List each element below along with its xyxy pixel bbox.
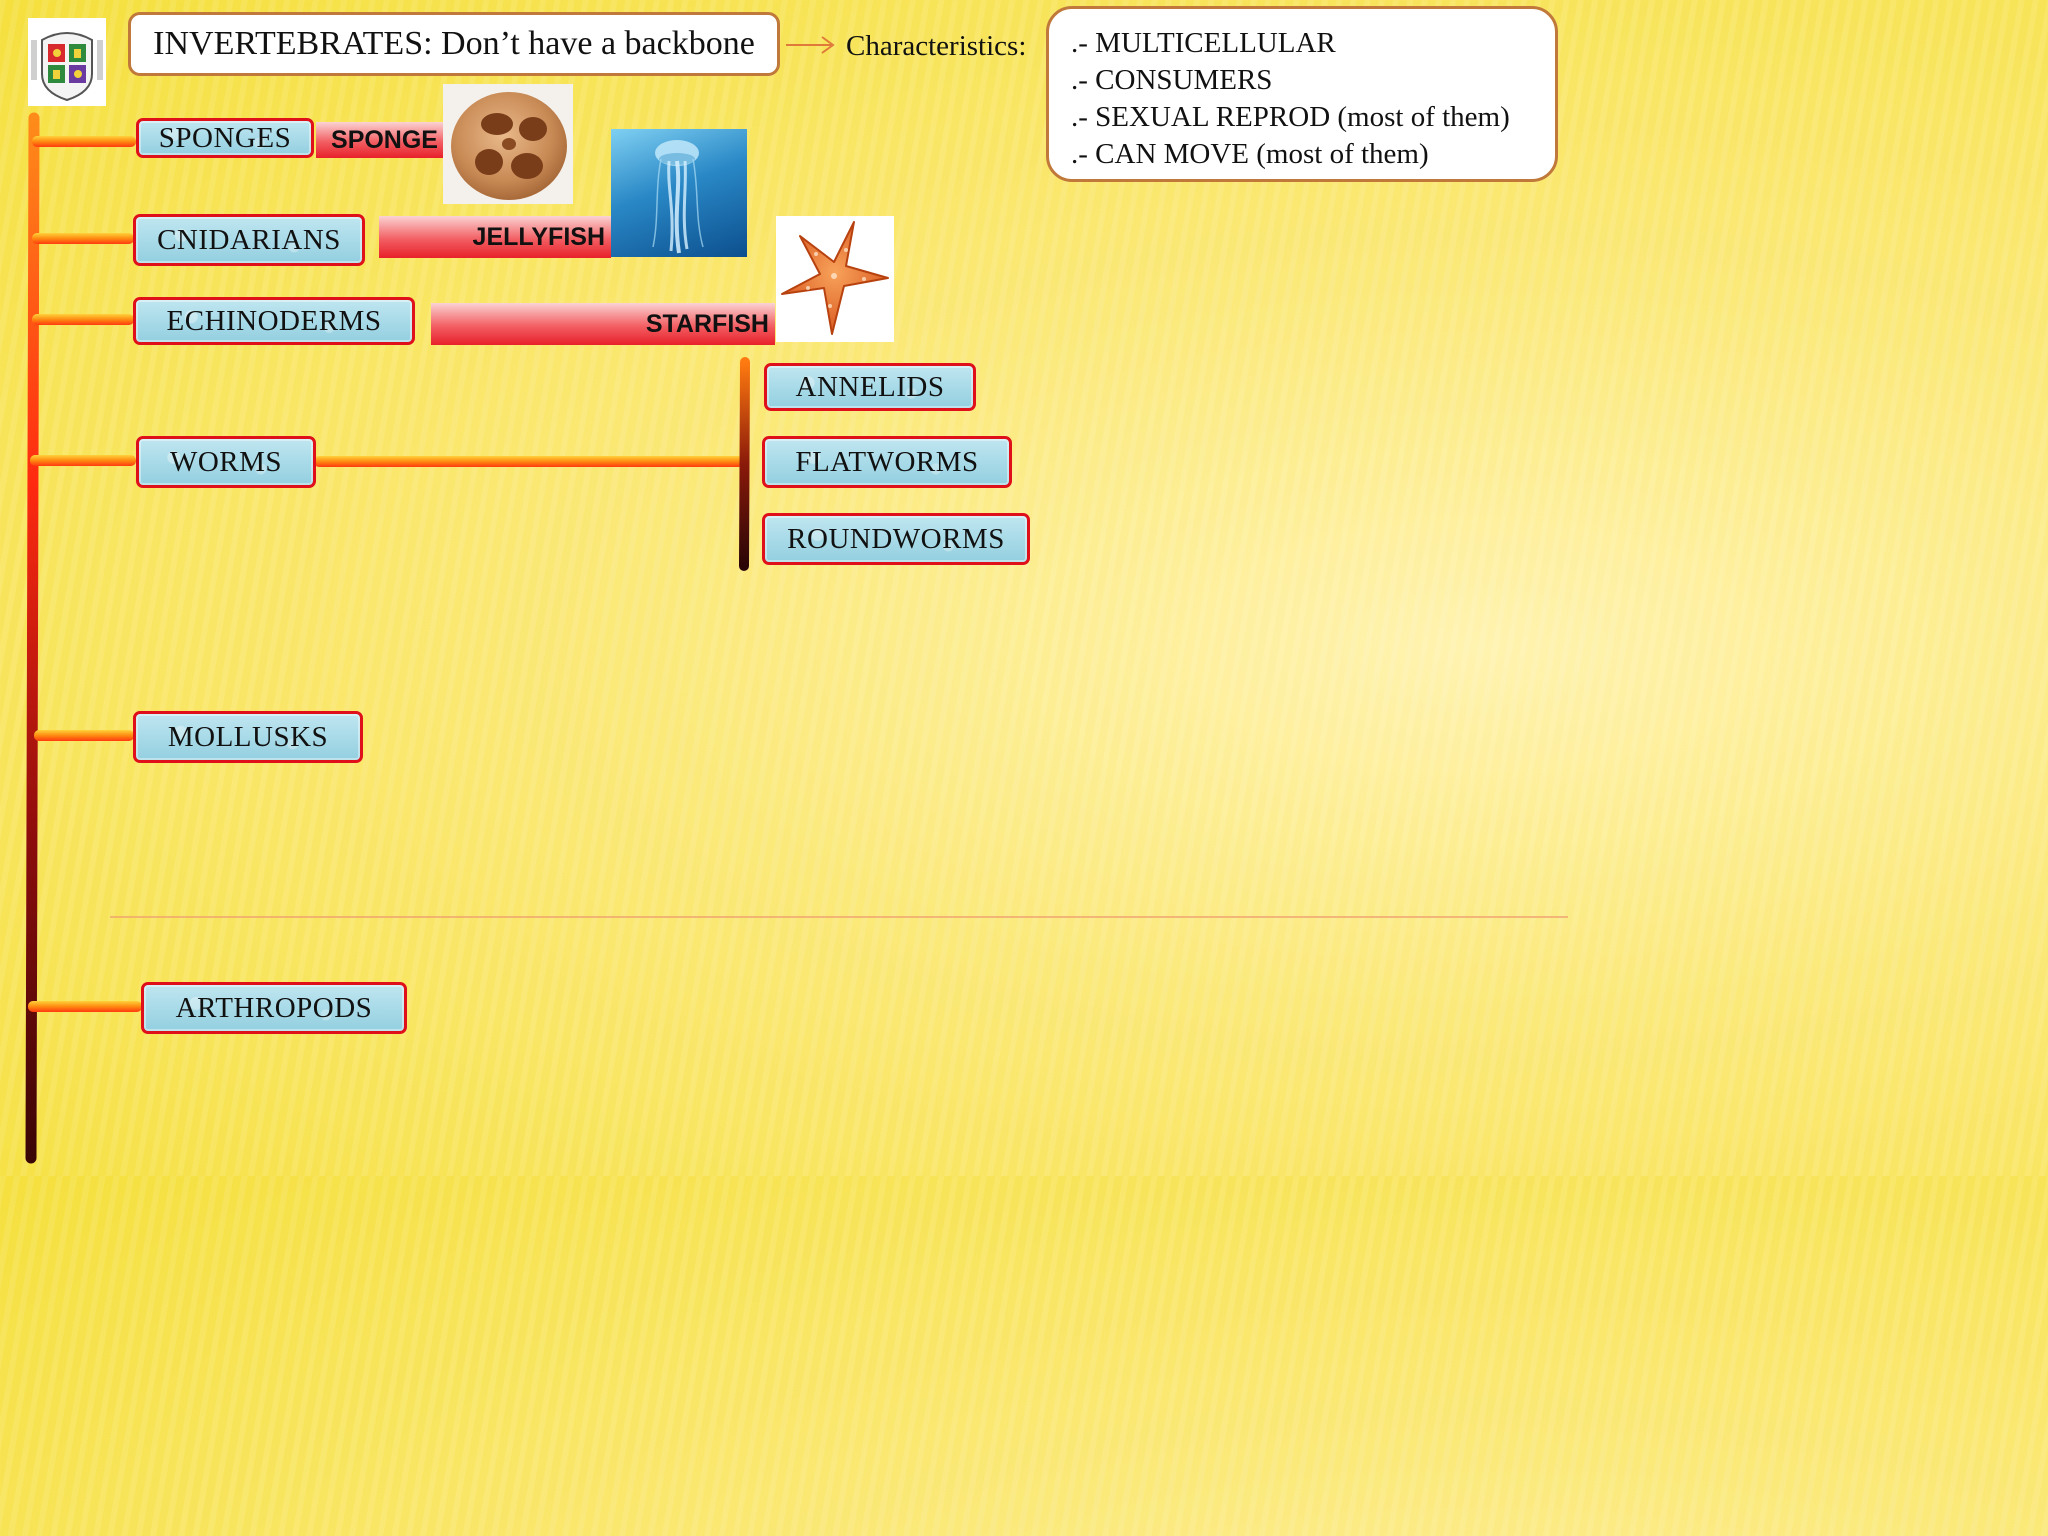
crest-icon [31,32,103,102]
label-jellyfish: JELLYFISH [379,216,611,258]
branch-mollusks [34,730,134,741]
branch-echinoderms [32,314,134,325]
branch-worms [30,455,136,466]
node-sponges: SPONGES [136,118,314,158]
node-cnidarians: CNIDARIANS [133,214,365,266]
label-sponge: SPONGE [316,122,444,158]
branch-sponges [32,136,136,147]
characteristic-item: .- CONSUMERS [1071,64,1273,96]
characteristic-item: .- SEXUAL REPROD (most of them) [1071,101,1510,133]
diagram-stage: INVERTEBRATES: Don’t have a backbone Cha… [25,6,1568,1164]
node-worms: WORMS [136,436,316,488]
branch-arthropods [28,1001,142,1012]
branch-cnidarians [32,233,134,244]
starfish-icon [781,221,889,335]
sponge-icon [451,92,567,200]
main-trunk [25,112,40,1164]
page-title: INVERTEBRATES: Don’t have a backbone [128,12,780,76]
label-starfish: STARFISH [431,303,775,345]
school-logo [28,18,106,106]
arrow-head [821,36,835,54]
node-annelids: ANNELIDS [764,363,976,411]
starfish-image [776,216,894,342]
characteristics-label: Characteristics: [846,30,1027,62]
characteristic-item: .- MULTICELLULAR [1071,27,1336,59]
worm-trunk [739,357,750,571]
node-flatworms: FLATWORMS [762,436,1012,488]
diagram-connectors [25,36,1568,1164]
branch-worms-right [314,456,744,467]
characteristic-item: .- CAN MOVE (most of them) [1071,138,1429,170]
node-arthropods: ARTHROPODS [141,982,407,1034]
characteristics-box: .- MULTICELLULAR .- CONSUMERS .- SEXUAL … [1046,6,1558,182]
sponge-image [443,84,573,204]
jellyfish-icon [652,140,704,254]
node-echinoderms: ECHINODERMS [133,297,415,345]
node-mollusks: MOLLUSKS [133,711,363,763]
jellyfish-image [611,129,747,257]
node-roundworms: ROUNDWORMS [762,513,1030,565]
